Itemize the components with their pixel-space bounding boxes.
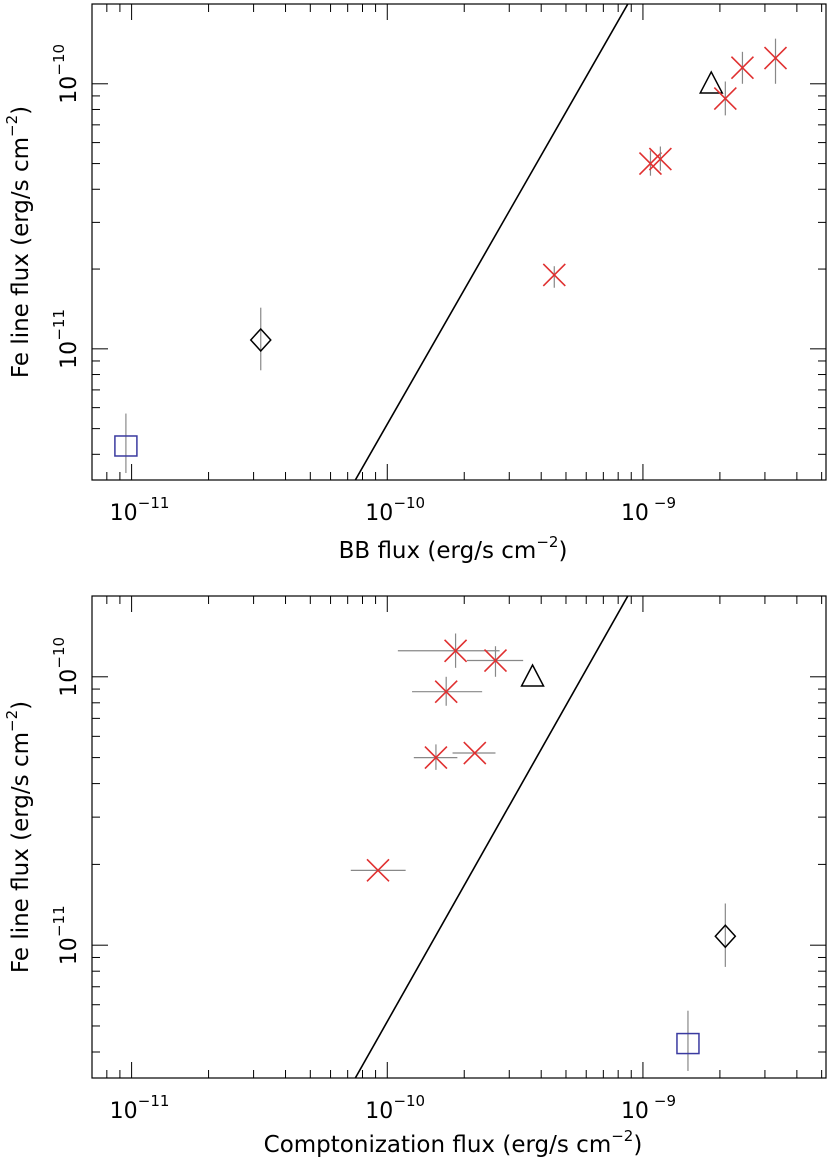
axis-ticks: [91, 3, 826, 480]
data-point: [413, 744, 458, 770]
x-marker: [483, 648, 508, 673]
y-tick-label-exponent: −11: [50, 309, 68, 341]
triangle-marker: [520, 663, 545, 687]
diamond-marker: [714, 924, 737, 949]
x-marker: [444, 639, 468, 663]
data-point: [542, 263, 566, 288]
data-point: [713, 81, 737, 116]
y-tick-label: 10−10: [50, 44, 82, 104]
x-tick-label: 10: [110, 1099, 138, 1124]
x-tick-label: 10: [621, 501, 649, 526]
y-tick-label: 10−11: [50, 309, 82, 369]
data-point: [676, 1010, 700, 1071]
x-marker: [542, 263, 566, 287]
data-point: [466, 646, 524, 677]
data-point: [249, 307, 272, 371]
data-points: [114, 38, 788, 474]
y-tick-label-base: 10: [57, 341, 82, 369]
data-point: [350, 858, 406, 882]
y-tick-label-base: 10: [57, 937, 82, 965]
triangle-marker: [699, 70, 724, 94]
x-marker: [648, 147, 672, 171]
y-axis-label-text: Fe line flux (erg/s cm−2): [3, 106, 34, 378]
plot-frame: [91, 3, 827, 481]
x-marker: [713, 86, 737, 111]
y-axis-label: Fe line flux (erg/s cm−2): [3, 701, 34, 973]
reference-line: [354, 596, 629, 1078]
x-tick-label: 10: [110, 501, 138, 526]
y-tick-label-base: 10: [57, 669, 82, 697]
y-tick-label: 10−11: [50, 905, 82, 965]
x-tick-label-exponent: −11: [138, 494, 170, 512]
data-point: [452, 741, 496, 765]
data-point: [520, 663, 545, 687]
data-point: [699, 70, 724, 94]
axis-ticks: [91, 595, 826, 1078]
x-tick-label-exponent: −9: [654, 494, 676, 512]
x-tick-label-exponent: −9: [654, 1092, 676, 1110]
data-point: [114, 413, 138, 474]
data-point: [638, 150, 663, 176]
data-point: [763, 38, 788, 84]
x-tick-label-exponent: −10: [393, 1092, 425, 1110]
x-marker: [434, 680, 458, 704]
square-marker: [676, 1032, 700, 1055]
x-axis-label: BB flux (erg/s cm−2): [339, 533, 568, 564]
reference-line: [354, 4, 629, 480]
y-tick-label-exponent: −11: [50, 905, 68, 937]
x-marker: [730, 56, 755, 80]
y-tick-label: 10−10: [50, 637, 82, 697]
x-tick-label: 10: [365, 1099, 393, 1124]
x-marker: [366, 858, 390, 882]
x-tick-label-exponent: −11: [138, 1092, 170, 1110]
x-axis-label: Comptonization flux (erg/s cm−2): [264, 1127, 643, 1158]
y-tick-label-exponent: −10: [50, 44, 68, 76]
diamond-marker: [249, 327, 272, 353]
square-marker: [114, 435, 138, 457]
data-point: [412, 676, 483, 706]
x-marker: [763, 46, 788, 70]
y-axis-label-text: Fe line flux (erg/s cm−2): [3, 701, 34, 973]
data-point: [714, 903, 737, 967]
y-tick-label-exponent: −10: [50, 637, 68, 669]
x-tick-label: 10: [365, 501, 393, 526]
y-tick-label-base: 10: [57, 76, 82, 104]
data-points: [350, 633, 737, 1071]
x-marker: [463, 741, 487, 765]
x-marker: [424, 746, 448, 770]
y-axis-label: Fe line flux (erg/s cm−2): [3, 106, 34, 378]
x-tick-label-exponent: −10: [393, 494, 425, 512]
data-point: [397, 633, 500, 668]
data-point: [730, 51, 755, 84]
x-tick-label: 10: [621, 1099, 649, 1124]
plot-frame: [91, 595, 827, 1079]
data-point: [648, 146, 672, 171]
